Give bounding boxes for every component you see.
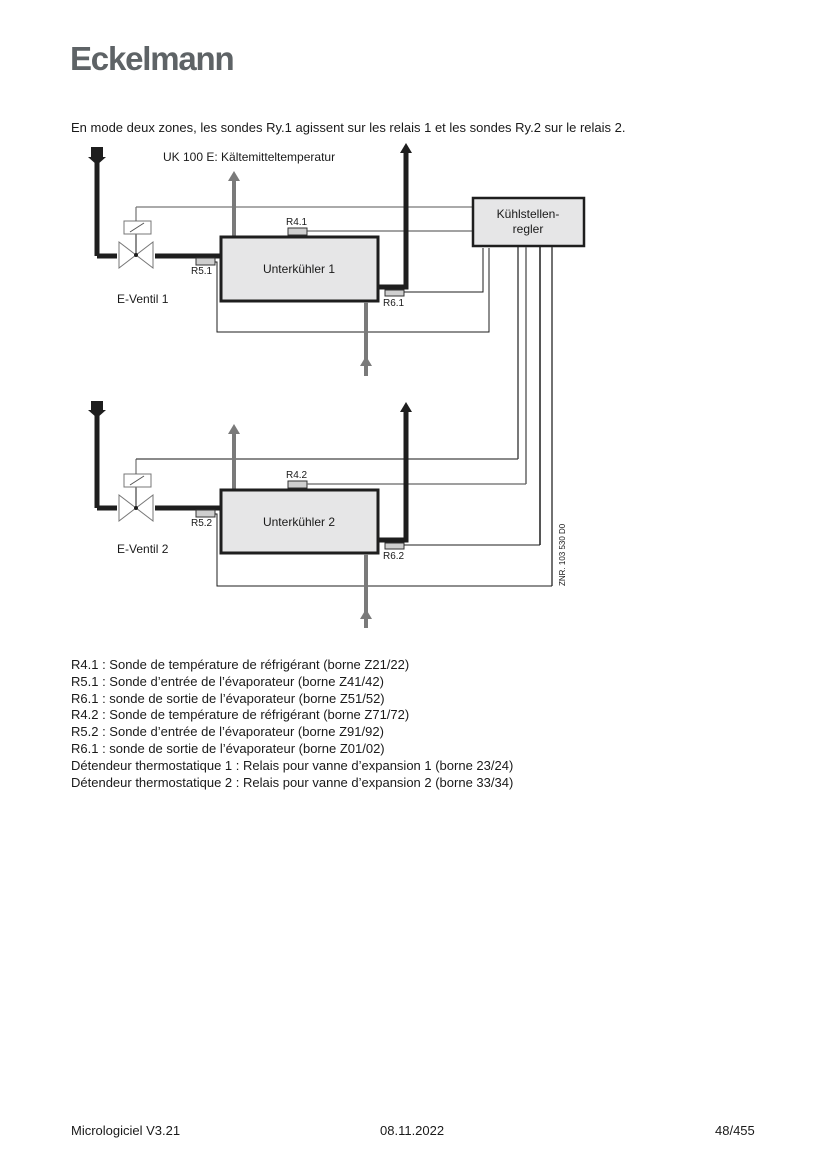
expansion-valve-1-icon: [118, 206, 473, 270]
legend-item: R4.1 : Sonde de température de réfrigéra…: [71, 657, 410, 672]
outlet-arrow-1: [379, 143, 412, 290]
gray-inlet-arrow-1: [360, 302, 372, 376]
footer-page-number: 48/455: [715, 1123, 755, 1138]
intro-paragraph: En mode deux zones, les sondes Ry.1 agis…: [71, 120, 626, 135]
legend-item: R5.1 : Sonde d’entrée de l’évaporateur (…: [71, 673, 384, 689]
unit-1: E-Ventil 1 Unterkühler 1 R4.1 R5.1 R6.1: [88, 143, 490, 376]
sensor-r6-1: [384, 289, 405, 297]
controller-label-2: regler: [513, 222, 544, 236]
diagram-title: UK 100 E: Kältemitteltemperatur: [163, 150, 335, 164]
sensor-r6-2: [384, 542, 405, 550]
subcooler-1-label: Unterkühler 1: [263, 262, 335, 276]
legend-item: R4.2 : Sonde de température de réfrigéra…: [71, 707, 410, 723]
drawing-number: ZNR. 103 530 D0: [558, 523, 567, 586]
sensor-r4-2: [287, 480, 308, 489]
unit-2: E-Ventil 2 Unterkühler 2 R4.2 R5.2 R6.2: [88, 401, 552, 628]
gray-inlet-arrow-2: [360, 554, 372, 628]
sensor-r6-1-label: R6.1: [383, 298, 405, 309]
valve-2-label: E-Ventil 2: [117, 542, 169, 556]
subcooler-2-label: Unterkühler 2: [263, 515, 335, 529]
subcooler-1-box: [219, 235, 380, 303]
legend-item: R6.1 : sonde de sortie de l’évaporateur …: [71, 740, 385, 756]
controller-label-1: Kühlstellen-: [497, 207, 560, 221]
sensor-r6-2-label: R6.2: [383, 551, 405, 562]
sensor-r5-2-label: R5.2: [191, 518, 213, 529]
sensor-r4-2-label: R4.2: [286, 470, 308, 481]
sensor-r4-1: [287, 227, 308, 236]
controller-box: Kühlstellen- regler: [471, 196, 586, 248]
outlet-arrow-2: [379, 402, 412, 543]
sensor-r4-1-label: R4.1: [286, 217, 308, 228]
gray-outlet-arrow-2: [228, 424, 240, 489]
legend-item: Détendeur thermostatique 1 : Relais pour…: [71, 757, 514, 773]
inlet-arrow-2: [88, 401, 117, 511]
sensor-r5-2: [195, 509, 216, 518]
footer-date: 08.11.2022: [380, 1123, 445, 1138]
sensor-r5-1-label: R5.1: [191, 266, 213, 277]
valve-1-label: E-Ventil 1: [117, 292, 169, 306]
legend-item: R5.2 : Sonde d’entrée de l’évaporateur (…: [71, 724, 384, 740]
gray-outlet-arrow-1: [228, 171, 240, 236]
subcooler-2-box: [219, 488, 380, 555]
inlet-arrow-1: [88, 147, 117, 259]
sensor-legend: R4.1 : Sonde de température de réfrigéra…: [71, 657, 513, 791]
sensor-r5-1: [195, 257, 216, 266]
expansion-valve-2-icon: [118, 458, 518, 523]
legend-item: Détendeur thermostatique 2 : Relais pour…: [71, 774, 514, 790]
footer-firmware-version: Micrologiciel V3.21: [71, 1123, 181, 1138]
refrigeration-diagram: UK 100 E: Kältemitteltemperatur E-Ventil…: [88, 143, 586, 628]
eckelmann-logo: Eckelmann: [70, 40, 235, 77]
legend-item: R6.1 : sonde de sortie de l’évaporateur …: [71, 690, 385, 706]
